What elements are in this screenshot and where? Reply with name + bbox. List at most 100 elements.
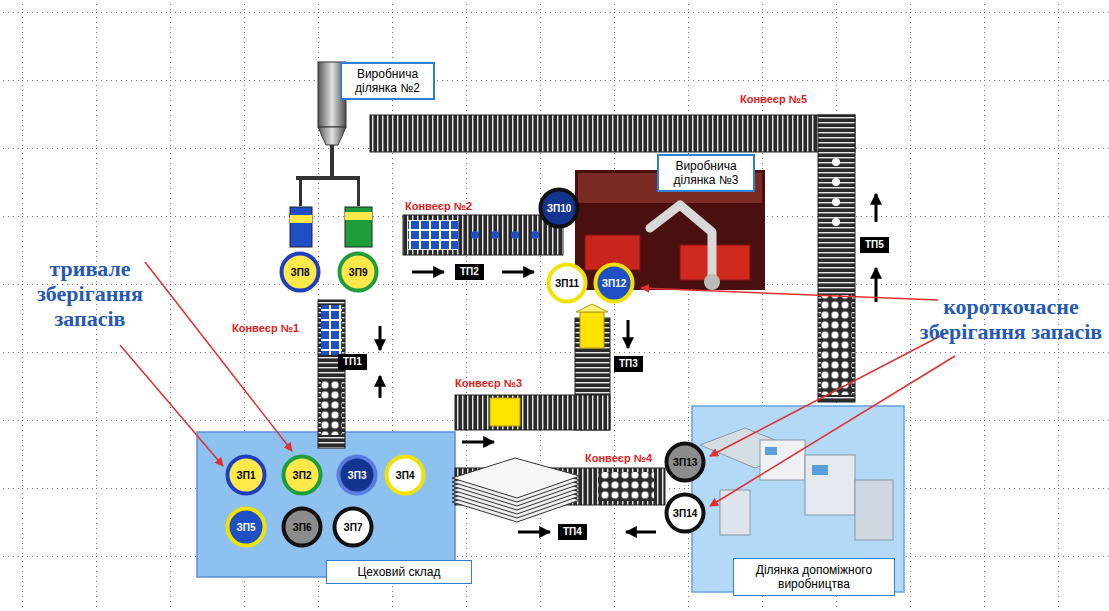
node-text: ТП1: [343, 355, 362, 369]
conveyor-label: Конвеєр №4: [585, 452, 660, 465]
conveyor-label-holder: Конвеєр №3: [455, 377, 565, 390]
circle-shape: [284, 509, 321, 546]
flow-arrow: [875, 194, 878, 222]
conveyor-label: Конвеєр №5: [740, 93, 850, 106]
node-text: ТП2: [460, 265, 479, 279]
node-text: ЗП10: [547, 203, 572, 214]
container: [290, 215, 312, 223]
item-dot: [491, 231, 499, 239]
yellow-box: [580, 312, 604, 348]
pipe: [296, 176, 360, 180]
conveyor-label: Конвеєр №2: [405, 200, 515, 213]
node-text: ЗП8: [290, 267, 309, 278]
circle-shape: [339, 457, 376, 494]
node-text: ЗП6: [292, 522, 311, 533]
node-text: ЗП13: [673, 457, 698, 468]
container: [345, 207, 372, 247]
leader-arrow: [641, 288, 938, 300]
transport-tag: ТП2: [455, 264, 484, 280]
item-dot: [531, 231, 539, 239]
stock-circle: ЗП7: [332, 506, 374, 548]
container: [345, 212, 372, 220]
flow-arrow: [379, 326, 382, 350]
leader-arrow: [710, 356, 955, 506]
item-grid: [408, 220, 458, 250]
robot-arm: [650, 205, 712, 280]
machine: [855, 480, 893, 540]
conveyor-label-holder: Конвеєр №1: [232, 322, 312, 335]
container: [290, 207, 312, 247]
stock-circle: ЗП3: [336, 454, 378, 496]
callout-text-holder: короткочасне зберігання запасів: [918, 294, 1104, 344]
conveyor: [455, 395, 610, 430]
conveyor: [370, 115, 855, 152]
circle-shape: [340, 254, 377, 291]
node-text: ЗП7: [343, 522, 362, 533]
item-grid: [598, 472, 654, 501]
stock-circle: ЗП2: [281, 454, 323, 496]
machine-screen: [765, 447, 777, 455]
area-panel: Ділянка допоміжного виробництва: [692, 406, 904, 592]
area-label-box: Виробнича ділянка №3: [657, 154, 755, 192]
circle-shape: [228, 457, 265, 494]
circle-shape: [284, 457, 321, 494]
conveyor-label: Конвеєр №3: [455, 377, 565, 390]
machine-screen: [812, 465, 828, 475]
node-text: ЗП12: [602, 278, 627, 289]
area-label-box: Виробнича ділянка №2: [340, 62, 435, 100]
node-text: ЗП5: [236, 522, 255, 533]
stock-circle: ЗП10: [538, 187, 580, 229]
item-dot: [511, 231, 519, 239]
circle-shape: [335, 509, 372, 546]
conveyor-label-holder: Конвеєр №5: [740, 93, 850, 106]
callout-text-holder: тривале зберігання запасів: [20, 256, 160, 331]
node-text: Виробнича ділянка №2: [346, 67, 429, 95]
circle-shape: [228, 509, 265, 546]
node-text: ТП5: [865, 238, 884, 252]
node-text: ТП4: [563, 525, 582, 539]
flow-arrow: [412, 271, 444, 274]
stock-circle: ЗП13: [664, 441, 706, 483]
hopper: [318, 127, 346, 145]
item-grid: [321, 305, 342, 355]
item-grid: [821, 295, 852, 395]
conveyor-label: Конвеєр №1: [232, 322, 312, 335]
node-text: ЗП9: [348, 267, 367, 278]
callout-text: короткочасне зберігання запасів: [918, 294, 1104, 344]
circle-shape: [282, 254, 319, 291]
robot-base: [704, 274, 720, 290]
item-dot: [832, 218, 840, 226]
yellow-box: [490, 398, 520, 426]
node-text: ЗП3: [347, 470, 366, 481]
item-dot: [832, 178, 840, 186]
pipe: [357, 180, 360, 206]
item-dot: [471, 231, 479, 239]
flow-arrow: [626, 531, 656, 534]
stock-circle: ЗП11: [546, 262, 588, 304]
circle-shape: [541, 190, 578, 227]
stock-circle: ЗП9: [337, 251, 379, 293]
stock-circle: ЗП8: [279, 251, 321, 293]
stock-circle: ЗП1: [225, 454, 267, 496]
flow-arrow: [379, 376, 382, 398]
node-text: ЗП14: [673, 508, 698, 519]
conveyor: [403, 215, 563, 255]
transport-tag: ТП5: [860, 237, 889, 253]
item-dot: [832, 158, 840, 166]
stock-circle: ЗП5: [225, 506, 267, 548]
pipe: [299, 180, 302, 206]
machine: [805, 455, 855, 515]
pipe: [330, 145, 334, 176]
warehouse-panel: [197, 432, 455, 577]
stock-circle: ЗП6: [281, 506, 323, 548]
conveyor-label-holder: Конвеєр №2: [405, 200, 515, 213]
machine: [760, 440, 805, 480]
node-text: ЗП11: [555, 278, 579, 289]
node-text: ТП3: [619, 357, 638, 371]
node-text: ЗП1: [236, 470, 255, 481]
transport-tag: ТП1: [338, 354, 367, 370]
